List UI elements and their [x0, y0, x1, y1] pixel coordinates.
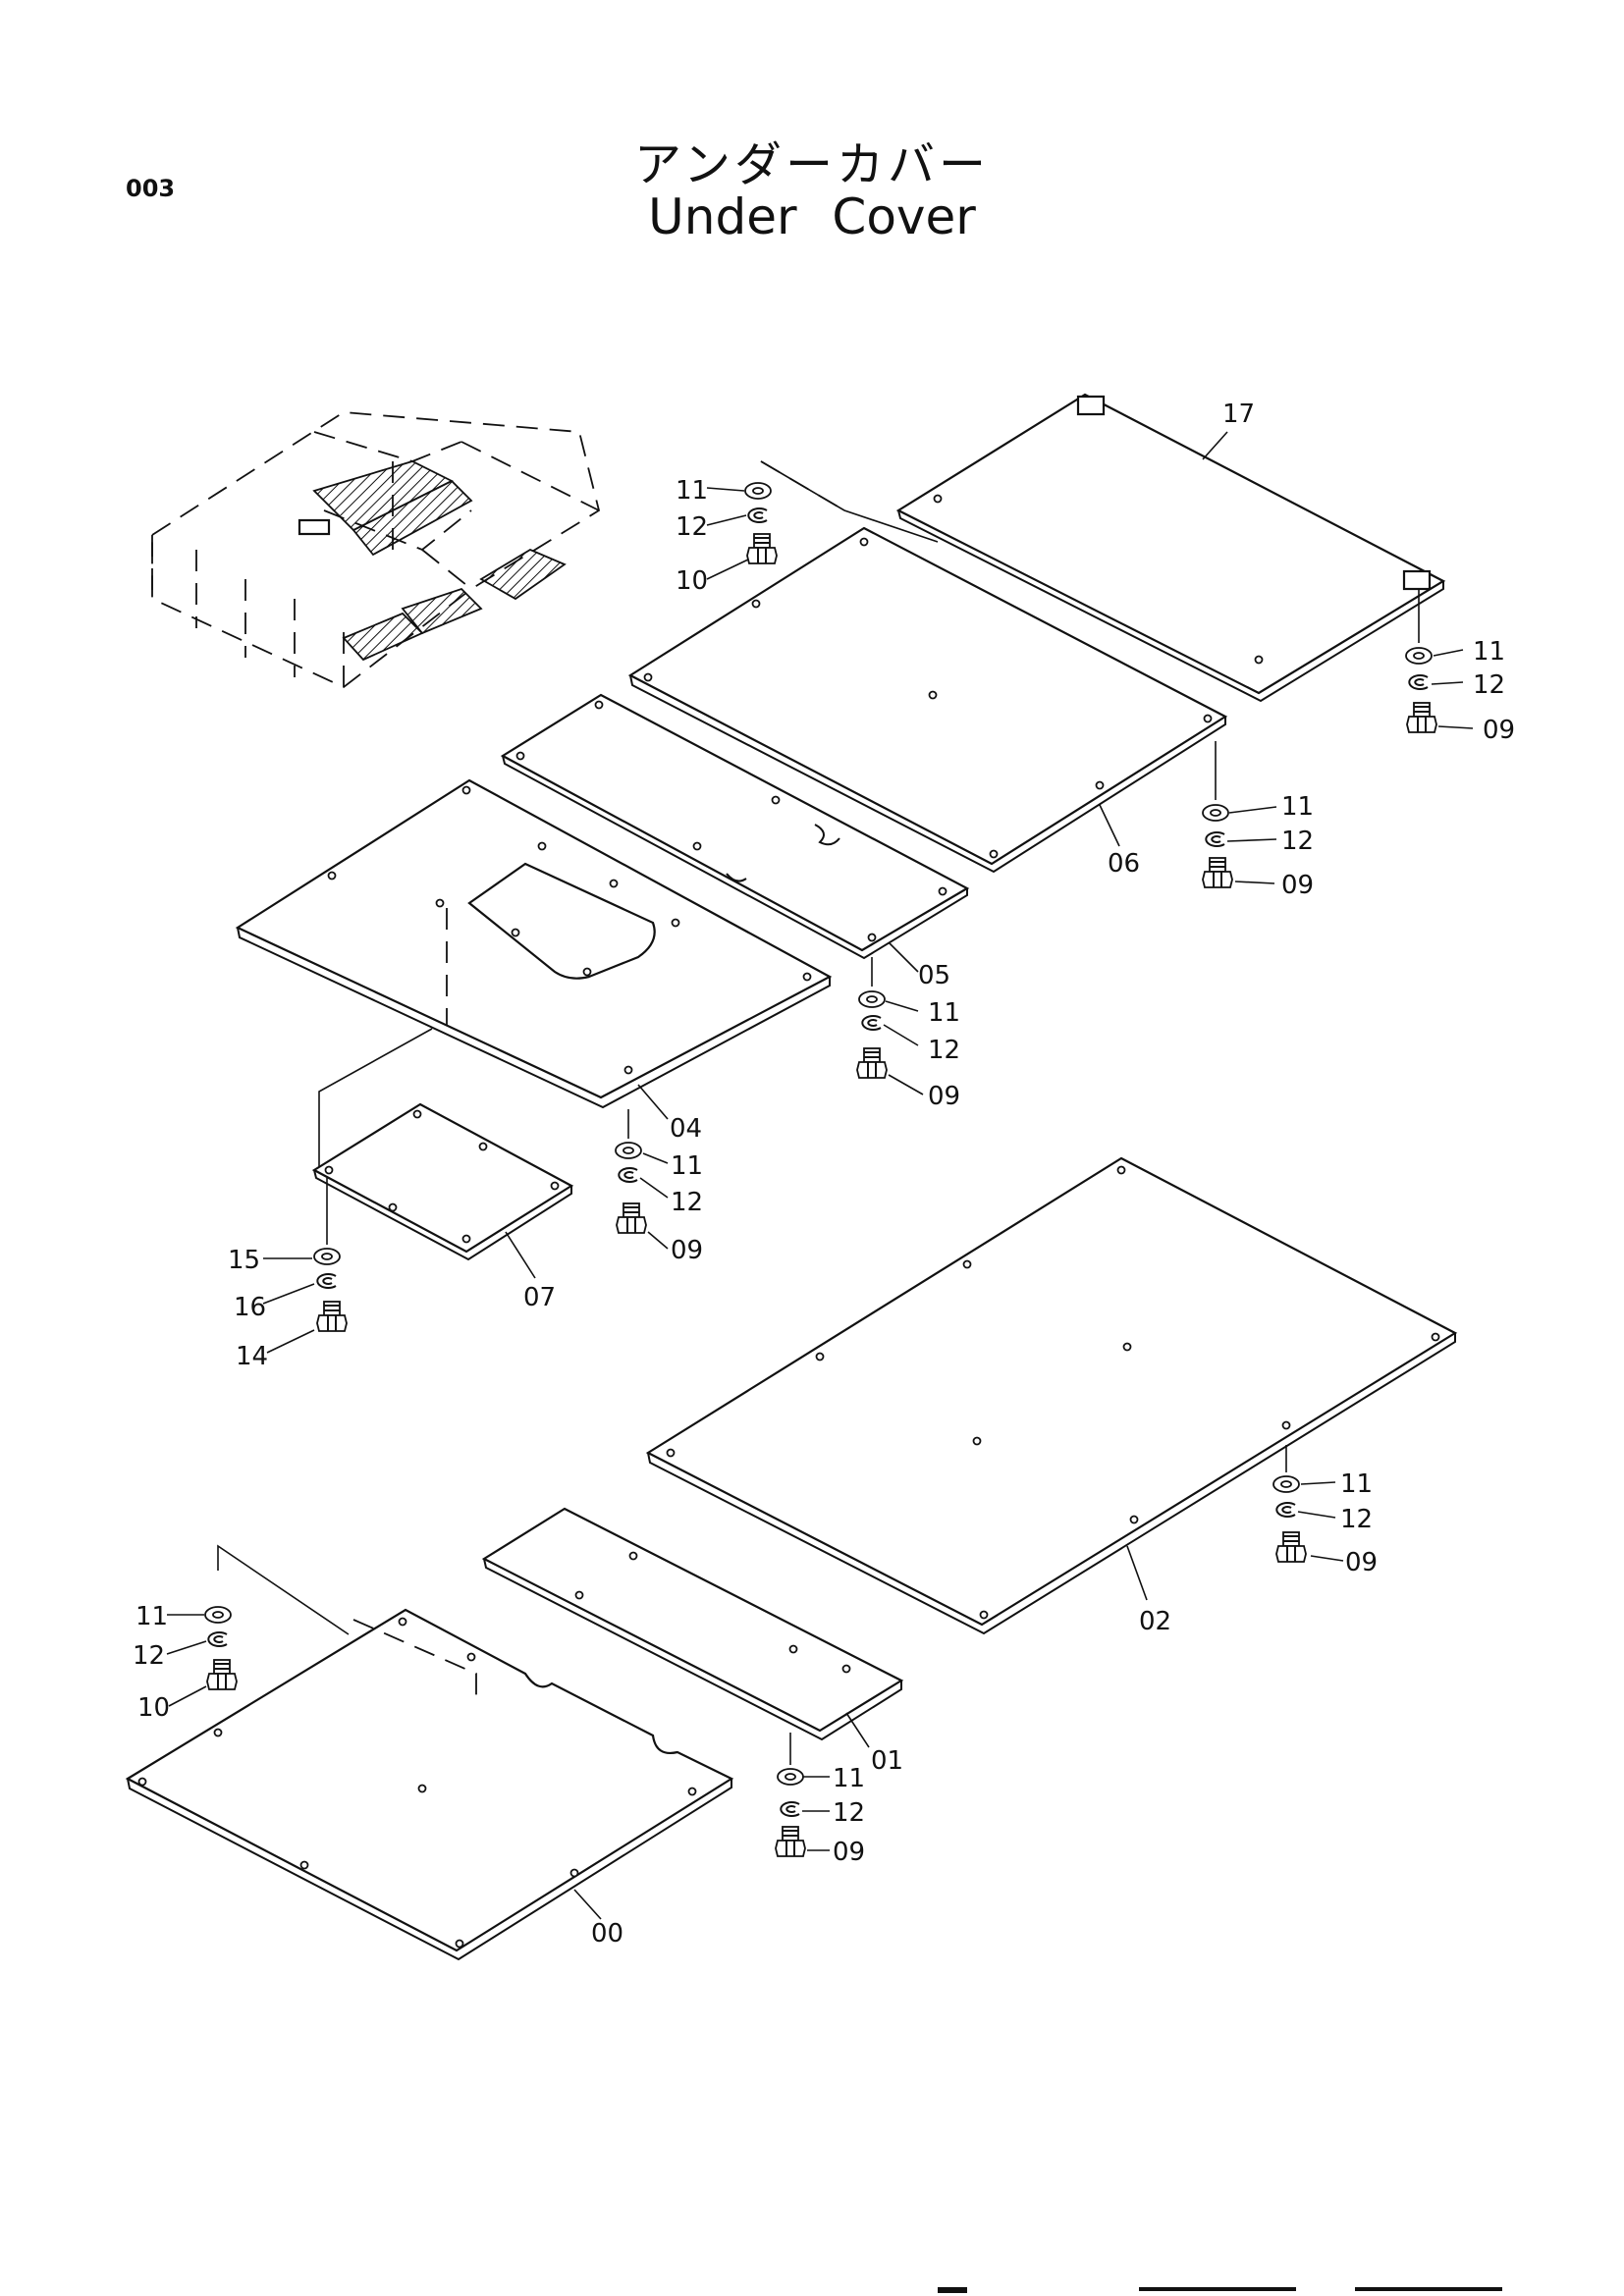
part-04-cover-plate	[235, 778, 833, 1120]
hardware-stack-part-00	[166, 1606, 238, 1707]
part-02-cover-plate	[645, 1156, 1458, 1635]
callout-07: 07	[523, 1283, 556, 1312]
callout-11: 11	[833, 1764, 865, 1793]
hardware-stack-part-06	[1202, 741, 1277, 888]
callout-17: 17	[1222, 400, 1255, 429]
hardware-stack-part-17	[1405, 589, 1474, 733]
callout-05: 05	[918, 961, 950, 990]
callout-10: 10	[676, 566, 708, 596]
part-01-strip-plate	[481, 1507, 904, 1748]
callout-09: 09	[671, 1236, 703, 1265]
callout-16: 16	[234, 1293, 266, 1322]
title-english: Under Cover	[648, 188, 976, 245]
callout-09: 09	[833, 1838, 865, 1867]
hardware-stack-top-left	[706, 482, 778, 580]
callout-04: 04	[670, 1114, 702, 1144]
callout-11: 11	[1340, 1469, 1373, 1499]
callout-06: 06	[1108, 849, 1140, 879]
footer-marks	[938, 2287, 1502, 2293]
callout-12: 12	[133, 1641, 165, 1671]
part-00-cover-plate	[125, 1544, 734, 1961]
part-06-cover-plate	[627, 460, 1228, 874]
hardware-stack-part-01	[775, 1733, 830, 1857]
hardware-stack-part-04	[615, 1109, 669, 1250]
callout-12: 12	[676, 512, 708, 542]
callout-09: 09	[1281, 871, 1314, 900]
callout-12: 12	[1281, 827, 1314, 856]
callout-12: 12	[928, 1036, 960, 1065]
hardware-stack-part-05	[856, 957, 924, 1095]
machine-body-outline	[151, 411, 601, 689]
callout-02: 02	[1139, 1607, 1171, 1636]
callout-12: 12	[1340, 1505, 1373, 1534]
callout-09: 09	[1345, 1548, 1378, 1577]
page-code: 003	[126, 175, 176, 202]
callout-11: 11	[135, 1602, 168, 1631]
callout-00: 00	[591, 1919, 623, 1949]
callout-09: 09	[1483, 716, 1515, 745]
callout-15: 15	[228, 1246, 260, 1275]
hardware-stack-part-07	[262, 1178, 348, 1354]
callout-11: 11	[676, 476, 708, 506]
callout-11: 11	[928, 998, 960, 1028]
callout-11: 11	[671, 1151, 703, 1181]
callout-12: 12	[833, 1798, 865, 1828]
callout-12: 12	[1473, 670, 1505, 700]
title-japanese: アンダーカバー	[633, 137, 991, 192]
part-07-access-cover	[311, 1028, 574, 1279]
callout-10: 10	[137, 1693, 170, 1723]
callout-12: 12	[671, 1188, 703, 1217]
callout-11: 11	[1281, 792, 1314, 822]
callout-14: 14	[236, 1342, 268, 1371]
callout-11: 11	[1473, 637, 1505, 667]
part-17-cover-plate	[895, 393, 1446, 703]
callout-01: 01	[871, 1746, 903, 1776]
part-05-strip-plate	[500, 693, 970, 973]
callout-09: 09	[928, 1082, 960, 1111]
hardware-stack-part-02	[1272, 1445, 1344, 1563]
